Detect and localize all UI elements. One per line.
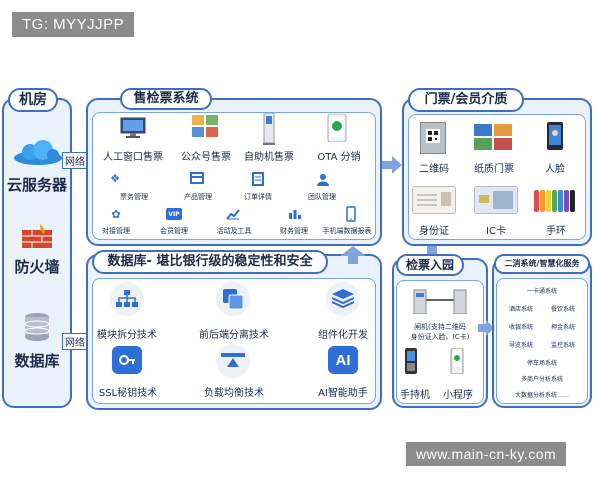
net-label-top: 网络 <box>62 152 88 169</box>
wechat-grid-icon <box>192 115 220 141</box>
sales-item-ticket-mgmt: 票务管理 <box>120 193 148 201</box>
sales-item-wechat: 公众号售票 <box>181 152 231 163</box>
ticket-item-idcard: 身份证 <box>419 226 449 237</box>
db-item-ssl: SSL秘钥技术 <box>98 388 158 399</box>
ssl-key-icon <box>112 346 142 374</box>
db-to-sales-arrow <box>340 246 366 264</box>
services-inner <box>496 278 588 404</box>
database-icon <box>24 312 50 342</box>
jifang-title: 机房 <box>8 88 58 112</box>
sales-item-self-service: 自助机售票 <box>244 152 294 163</box>
face-device-icon <box>546 122 564 154</box>
order-icon <box>252 172 264 186</box>
ticket-item-wristband: 手环 <box>546 226 566 237</box>
service-item-dining: 餐饮系统 <box>550 306 575 313</box>
service-item-guide: 导览系统 <box>508 342 533 349</box>
handheld-icon <box>404 348 418 374</box>
load-balance-icon <box>216 344 250 378</box>
jifang-firewall: 防火墙 <box>14 258 60 276</box>
database-title: 数据库- 堪比银行级的稳定性和安全 <box>92 250 328 274</box>
frontend-backend-icon <box>216 282 250 316</box>
ticket-icon: ❖ <box>110 171 120 185</box>
watermark-bottom: www.main-cn-ky.com <box>406 442 567 466</box>
sales-item-mobile-report: 手机端数据报表 <box>322 227 372 235</box>
sales-to-tickets-arrow <box>382 156 402 174</box>
sales-item-ota: OTA 分销 <box>317 152 361 163</box>
tickets-title: 门票/会员介质 <box>408 88 524 112</box>
sales-item-finance-mgmt: 财务管理 <box>280 227 308 235</box>
db-item-load-balance: 负载均衡技术 <box>204 388 264 399</box>
service-item-hotel: 酒店系统 <box>508 306 533 313</box>
gate-title: 检票入园 <box>396 254 464 276</box>
turnstile-icon <box>412 284 468 315</box>
service-item-deposit: 押金系统 <box>550 324 575 331</box>
ai-icon: AI <box>328 346 358 374</box>
cloud-icon <box>10 140 66 166</box>
db-item-component-dev: 组件化开发 <box>318 330 368 341</box>
team-icon <box>316 172 330 186</box>
gate-item-mini-program: 小程序 <box>443 390 473 401</box>
net-label-bottom: 网络 <box>62 333 88 350</box>
db-item-frontend-backend: 前后端分离技术 <box>199 330 269 341</box>
sales-item-integration: 对接管理 <box>102 227 130 235</box>
gate-item-handheld: 手持机 <box>400 390 430 401</box>
vip-icon: VIP <box>166 208 182 220</box>
wristband-icon <box>534 188 578 214</box>
chart-tools-icon <box>226 208 240 220</box>
service-item-bigdata: 大数据分析系统…… <box>514 392 569 399</box>
jifang-database: 数据库 <box>14 352 60 370</box>
services-title: 二消系统/智慧化服务 <box>494 254 590 274</box>
db-item-ai-assistant: AI智能助手 <box>318 388 368 399</box>
module-split-icon <box>110 282 144 316</box>
jifang-cloud-server: 云服务器 <box>6 176 67 194</box>
sales-item-member-mgmt: 会员管理 <box>160 227 188 235</box>
service-item-card: 一卡通系统 <box>526 288 557 295</box>
phone-icon <box>326 113 348 143</box>
id-card-icon <box>412 186 456 214</box>
gate-to-services-arrow <box>478 320 494 336</box>
sales-item-team-mgmt: 团队管理 <box>308 193 336 201</box>
sales-item-manual-window: 人工窗口售票 <box>103 152 163 163</box>
sales-title: 售检票系统 <box>120 88 212 110</box>
qr-scanner-icon <box>420 122 446 154</box>
service-item-monitor: 监控系统 <box>550 342 575 349</box>
component-layers-icon <box>326 282 360 316</box>
ticket-item-paper: 纸质门票 <box>474 164 514 175</box>
ic-card-icon <box>474 186 518 214</box>
ticket-item-face: 人脸 <box>545 164 565 175</box>
gate-turnstile-line2: 身份证入脸、IC卡) <box>410 333 470 341</box>
service-item-cashier: 收银系统 <box>508 324 533 331</box>
mini-program-icon <box>450 347 464 375</box>
sales-item-activity-tools: 活动及工具 <box>216 227 252 235</box>
finance-icon <box>288 208 302 220</box>
paper-ticket-icon <box>474 124 514 152</box>
gate-turnstile-line1: 闸机(支持二维码 <box>414 323 466 331</box>
ticket-item-iccard: IC卡 <box>486 226 506 237</box>
monitor-icon <box>120 117 146 139</box>
connect-gear-icon: ✿ <box>111 207 121 221</box>
sales-item-order-detail: 订单详情 <box>244 193 272 201</box>
firewall-icon <box>22 224 52 248</box>
sales-item-product-mgmt: 产品管理 <box>184 193 212 201</box>
db-item-module-split: 模块拆分技术 <box>97 330 157 341</box>
kiosk-icon <box>262 112 276 145</box>
product-icon <box>190 172 204 184</box>
watermark-top: TG: MYYJJPP <box>12 12 135 37</box>
service-item-merchant: 多商户分析系统 <box>520 376 563 383</box>
service-item-parking: 停车场系统 <box>526 360 557 367</box>
mobile-report-icon <box>346 206 356 222</box>
ticket-item-qrcode: 二维码 <box>419 164 449 175</box>
